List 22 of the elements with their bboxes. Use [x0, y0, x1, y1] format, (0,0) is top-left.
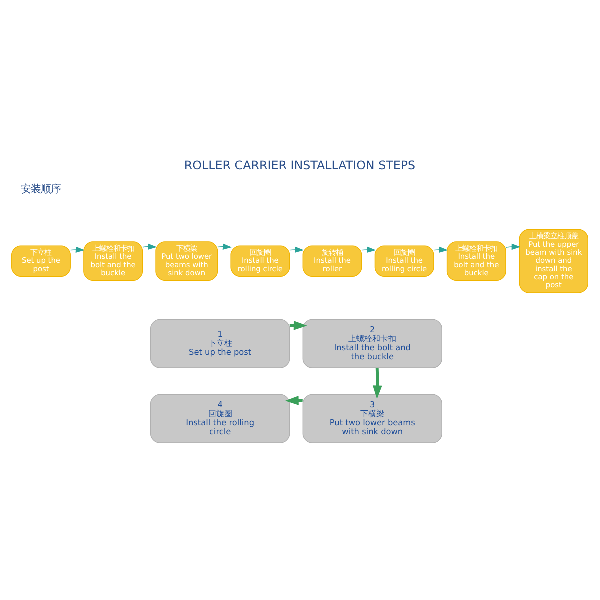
label: 安装顺序: [21, 183, 62, 196]
node-box: 4 回旋圈 Install the rolling circle: [150, 394, 290, 444]
node-box: 回旋圈 Install the rolling circle: [230, 246, 290, 277]
node-box: 下横梁 Put two lower beams with sink down: [156, 242, 218, 282]
node-box: 回旋圈 Install the rolling circle: [374, 246, 434, 277]
node-box: 上螺栓和卡扣 Install the bolt and the buckle: [446, 242, 506, 282]
arrow: [372, 368, 382, 400]
diagram-title: ROLLER CARRIER INSTALLATION STEPS: [184, 158, 416, 172]
arrow: [434, 246, 448, 254]
arrow: [142, 244, 158, 250]
node-box: 上横梁立柱顶盖 Put the upper beam with sink down and install the cap on the post: [519, 229, 588, 294]
arrow: [290, 246, 304, 254]
arrow: [506, 244, 521, 250]
node-box: 3 下横梁 Put two lower beams with sink down: [302, 394, 442, 444]
node-box: 旋转桶 Install the roller: [302, 246, 362, 277]
node-box: 上螺栓和卡扣 Install the bolt and the buckle: [84, 242, 144, 282]
arrow: [70, 246, 85, 254]
node-box: 下立柱 Set up the post: [12, 246, 71, 277]
node-box: 1 下立柱 Set up the post: [150, 319, 290, 368]
arrow: [218, 244, 232, 250]
node-box: 2 上螺栓和卡扣 Install the bolt and the buckle: [302, 319, 442, 368]
arrow: [362, 246, 376, 254]
